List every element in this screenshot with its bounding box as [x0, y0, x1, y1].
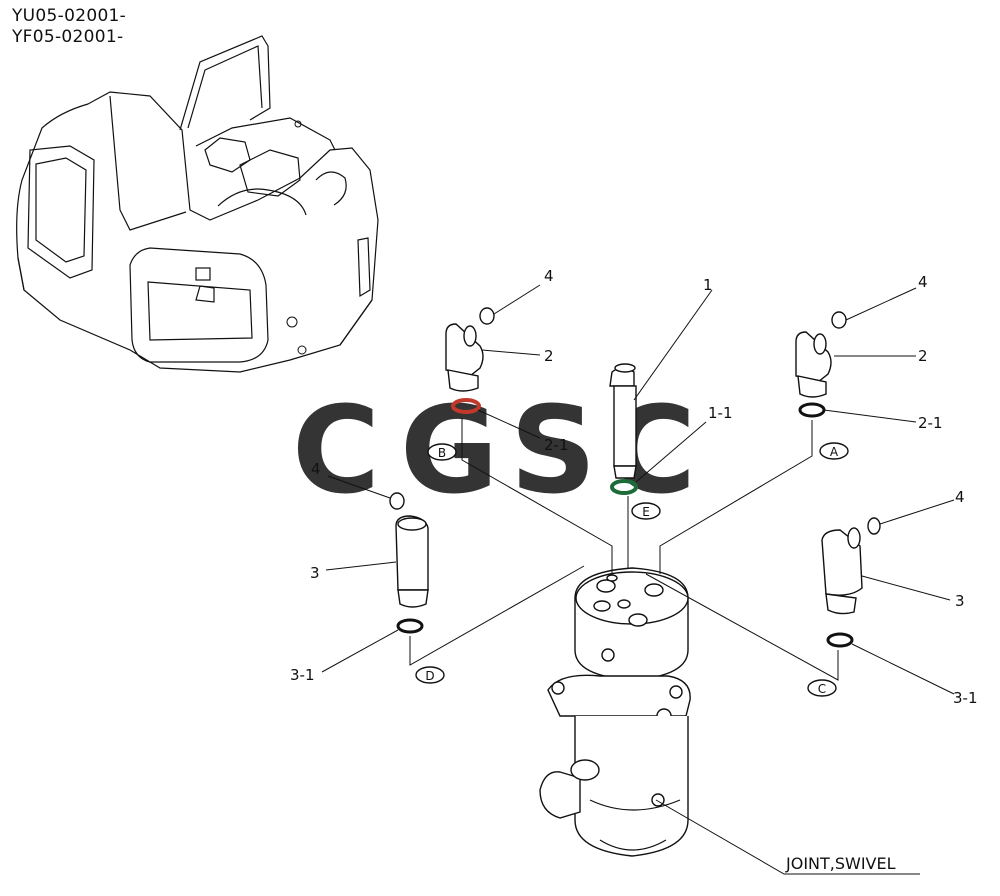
port-b-label: B	[438, 446, 446, 460]
callout-2-left: 2	[544, 347, 554, 365]
oring-1-1	[610, 479, 638, 495]
watermark-letter-3: S	[510, 382, 596, 521]
callout-4-mid-right: 4	[955, 488, 965, 506]
callout-numbers: 1 1-1 2 2 2-1 2-1 3 3 3-1 3-1 4 4 4 4	[290, 267, 978, 707]
port-b-marker	[427, 443, 457, 461]
callout-3-right: 3	[955, 592, 965, 610]
callout-1: 1	[703, 276, 713, 294]
oring-3-1-left	[396, 618, 424, 634]
oring-4-top-right	[831, 311, 847, 329]
callout-4-top-right: 4	[918, 273, 928, 291]
callout-4-top-left: 4	[544, 267, 554, 285]
callout-3-left: 3	[310, 564, 320, 582]
port-d-marker	[415, 666, 445, 684]
callout-2-1-right: 2-1	[918, 414, 943, 432]
port-c-label: C	[818, 682, 826, 696]
callout-2-1-left: 2-1	[544, 436, 569, 454]
oring-2-1-right	[798, 402, 826, 418]
callout-3-1-right: 3-1	[953, 689, 978, 707]
part-name-label: JOINT,SWIVEL	[785, 854, 896, 873]
oring-4-top-left	[479, 307, 495, 325]
port-a-marker	[819, 442, 849, 460]
fitting-3-left	[395, 515, 429, 608]
callout-4-mid-left: 4	[311, 460, 321, 478]
callout-2-right: 2	[918, 347, 928, 365]
port-d-label: D	[425, 669, 434, 683]
callout-3-1-left: 3-1	[290, 666, 315, 684]
port-labels: A B C D E	[415, 442, 849, 697]
fitting-2-elbow-left	[445, 323, 484, 392]
port-a-label: A	[830, 445, 839, 459]
port-c-marker	[807, 679, 837, 697]
serial-range-2: YF05-02001-	[12, 27, 124, 47]
fitting-3-right	[821, 527, 863, 615]
callout-1-1: 1-1	[708, 404, 733, 422]
swivel-joint-body	[539, 567, 691, 857]
assembly-lines	[409, 418, 839, 681]
oring-2-1-left	[451, 398, 481, 414]
excavator-illustration	[16, 35, 379, 373]
fitting-2-elbow-right	[795, 331, 832, 398]
oring-4-mid-left	[389, 492, 405, 510]
port-e-label: E	[642, 505, 650, 519]
fitting-1-straight	[609, 363, 637, 479]
oring-4-mid-right	[867, 517, 881, 535]
leader-lines	[321, 284, 955, 875]
serial-range-1: YU05-02001-	[12, 6, 127, 26]
watermark-letter-1: C	[292, 382, 380, 521]
port-e-marker	[631, 502, 661, 520]
oring-3-1-right	[826, 632, 854, 648]
